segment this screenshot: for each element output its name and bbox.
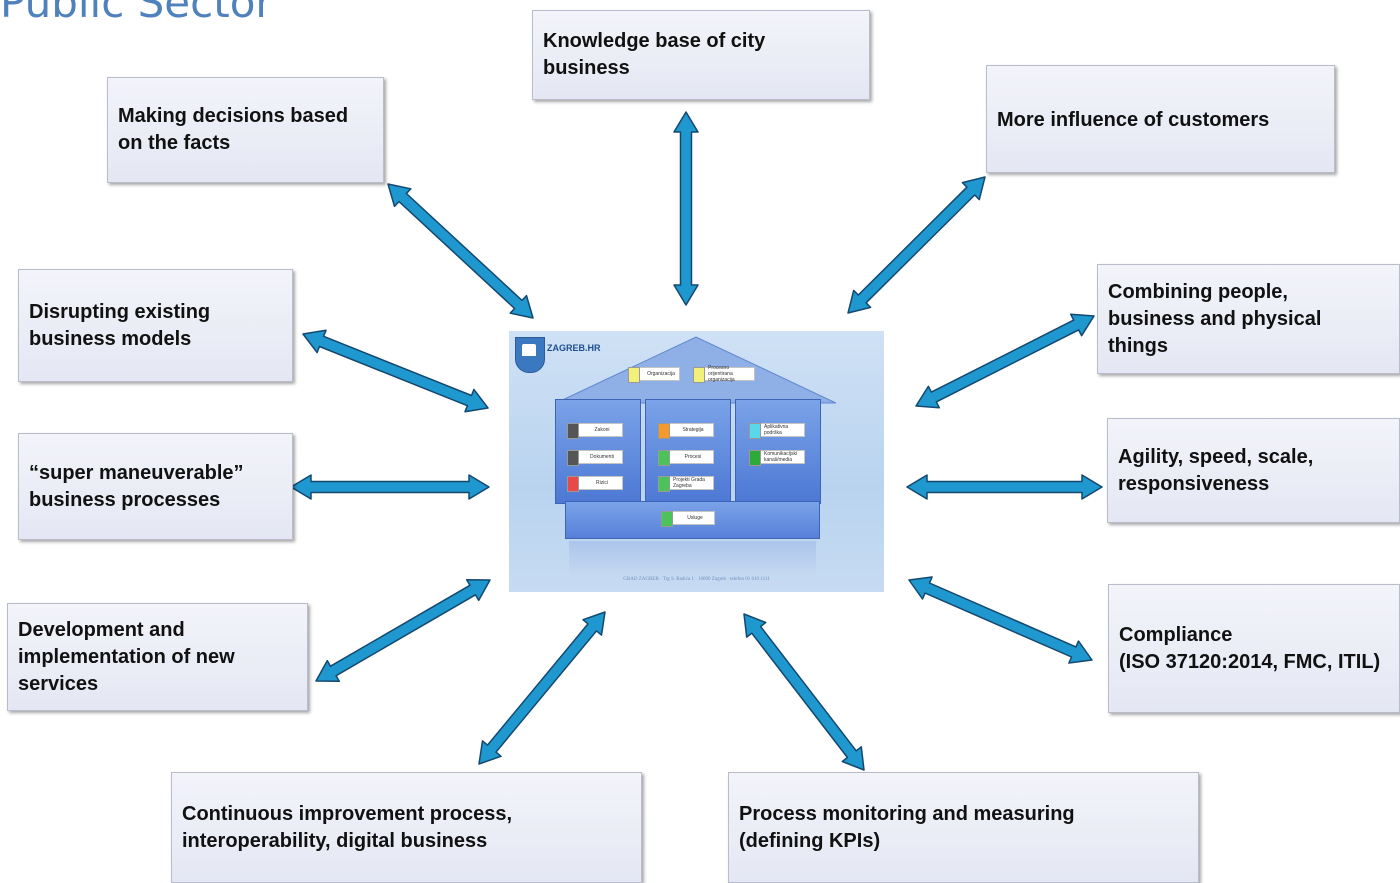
pillar-item: Dokumenti: [567, 450, 623, 466]
arrow-continuous: [478, 611, 606, 765]
box-making-decisions-label: Making decisions based on the facts: [118, 105, 349, 154]
arrow-development: [315, 578, 491, 683]
arrow-combining: [915, 313, 1095, 409]
pillar-item-label: Rizici: [596, 480, 608, 486]
arrow-compliance: [908, 576, 1093, 664]
pillar-item: Rizici: [567, 476, 623, 492]
zagreb-coat-of-arms-icon: [515, 337, 545, 373]
box-knowledge-base: Knowledge base of city business: [532, 10, 870, 100]
roof-item-label: Organizacija: [647, 371, 675, 377]
box-customer-influence: More influence of customers: [986, 65, 1335, 173]
box-combining-people: Combining people, business and physical …: [1097, 264, 1400, 374]
pillar-item-label: Projekti Grada Zagreba: [673, 477, 705, 489]
box-customer-influence-label: More influence of customers: [997, 109, 1270, 131]
base-item: Usluge: [661, 511, 715, 527]
page-title: Public Sector: [0, 0, 273, 27]
pillar-item: Zakoni: [567, 423, 623, 439]
arrow-knowledge: [673, 111, 699, 306]
box-combining-people-label: Combining people, business and physical …: [1108, 280, 1322, 357]
arrow-super: [290, 474, 490, 500]
box-process-monitoring: Process monitoring and measuring (defini…: [728, 772, 1199, 883]
box-making-decisions: Making decisions based on the facts: [107, 77, 384, 183]
roof-item: Procesno orijentirana organizacija: [693, 365, 755, 383]
roof-item: Organizacija: [628, 367, 680, 383]
arrow-customers: [847, 176, 986, 314]
box-super-maneuverable-label: “super maneuverable” business processes: [29, 461, 244, 511]
box-disrupting-models: Disrupting existing business models: [18, 269, 293, 382]
pillar-item: Komunikacijski kanali/media: [749, 450, 805, 466]
pillar-item: Procesi: [658, 450, 714, 466]
pillar-item: Aplikativna podrška: [749, 423, 805, 439]
logo-text: ZAGREB.HR: [547, 343, 601, 353]
pillar-item-label: Aplikativna podrška: [764, 424, 789, 436]
box-compliance-label: Compliance (ISO 37120:2014, FMC, ITIL): [1119, 623, 1381, 673]
city-architecture-image: ZAGREB.HR Organizacija Procesno orijenti…: [509, 331, 884, 592]
arrow-decisions: [387, 183, 534, 319]
box-continuous-improvement: Continuous improvement process, interope…: [171, 772, 642, 883]
base-item-label: Usluge: [687, 515, 703, 521]
box-disrupting-models-label: Disrupting existing business models: [29, 300, 211, 350]
box-continuous-improvement-label: Continuous improvement process, interope…: [182, 802, 513, 852]
pillar-item: Projekti Grada Zagreba: [658, 476, 714, 492]
house-foundation: [569, 541, 816, 575]
arrow-disrupting: [302, 329, 489, 413]
arrow-agility: [906, 474, 1103, 500]
pillar-item-label: Komunikacijski kanali/media: [764, 451, 798, 463]
box-agility-label: Agility, speed, scale, responsiveness: [1118, 445, 1314, 495]
pillar-item-label: Procesi: [684, 454, 702, 460]
arrow-monitoring: [743, 613, 865, 771]
box-development-label: Development and implementation of new se…: [18, 618, 235, 695]
pillar-item-label: Zakoni: [594, 427, 610, 433]
box-agility: Agility, speed, scale, responsiveness: [1107, 418, 1400, 523]
pillar-item: Strategija: [658, 423, 714, 439]
box-process-monitoring-label: Process monitoring and measuring (defini…: [739, 802, 1075, 852]
roof-item-label: Procesno orijentirana organizacija: [708, 365, 735, 383]
box-compliance: Compliance (ISO 37120:2014, FMC, ITIL): [1108, 584, 1400, 713]
pillar-item-label: Dokumenti: [590, 454, 614, 460]
pillar-item-label: Strategija: [682, 427, 704, 433]
box-development: Development and implementation of new se…: [7, 603, 308, 711]
center-footer-text: GRAD ZAGREB · Trg S. Radića 1 · 10000 Za…: [623, 577, 770, 582]
box-super-maneuverable: “super maneuverable” business processes: [18, 433, 293, 540]
box-knowledge-base-label: Knowledge base of city business: [543, 30, 766, 79]
